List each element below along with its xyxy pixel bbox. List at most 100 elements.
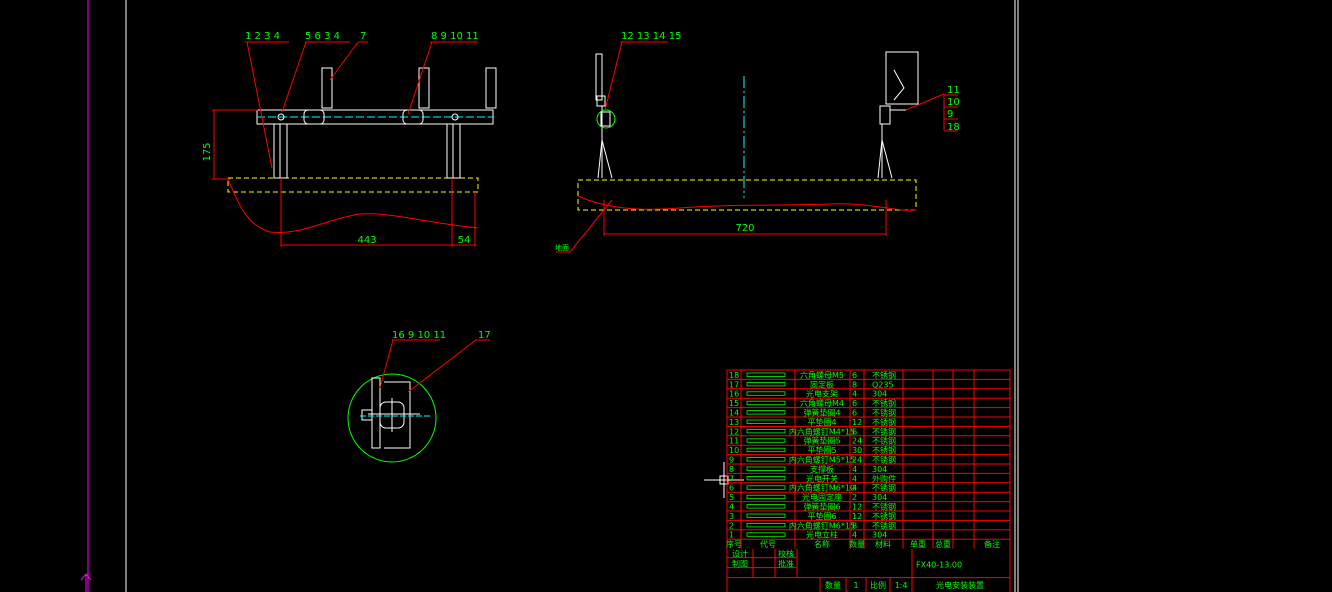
bom-row-qty: 8 (852, 380, 857, 389)
side-ground-label: 地面 (555, 243, 569, 252)
bom-header-code: 代号 (760, 539, 776, 549)
bom-row-name: 弹簧垫圈6 (803, 502, 840, 512)
side-view[interactable]: 12 13 14 15 11 10 9 18 地面 720 (555, 31, 960, 253)
bom-row-no: 4 (729, 503, 734, 512)
bom-row-code-mark (746, 485, 786, 490)
signoff-label-left: 制图 (732, 559, 748, 569)
bom-row-qty: 4 (852, 465, 857, 474)
bom-row-qty: 6 (852, 371, 857, 380)
bom-row-code-mark (746, 391, 786, 396)
bom-row-name: 平垫圈5 (807, 445, 836, 455)
bom-row-code-mark (746, 419, 786, 424)
bom-row-no: 11 (729, 437, 739, 446)
bom-row-name: 固定板 (810, 379, 834, 389)
front-dim-offset: 54 (458, 235, 471, 246)
bom-row-code-mark (746, 372, 786, 377)
detail-parts (361, 377, 420, 449)
bom-row-qty: 6 (852, 427, 857, 436)
side-dim-span: 720 (735, 223, 754, 234)
bom-row-no: 9 (729, 456, 734, 465)
bom-row-code-mark (746, 400, 786, 406)
bom-row-no: 10 (729, 446, 739, 455)
bom-row-name: 弹簧垫圈4 (803, 408, 840, 418)
front-balloon-3: 7 (360, 31, 366, 42)
bom-header-qty: 数量 (849, 539, 865, 549)
bom-row-no: 15 (729, 399, 739, 408)
bom-row-material: 不锈钢 (872, 398, 896, 408)
front-balloon-4: 8 9 10 11 (431, 31, 479, 42)
bom-row-code-mark (746, 438, 786, 443)
detail-view[interactable]: 16 9 10 11 17 (347, 330, 491, 463)
bom-row-code-mark (746, 381, 786, 387)
bom-row-name: 光电固定座 (802, 492, 842, 502)
detail-balloon-2: 17 (478, 330, 491, 341)
bom-row-qty: 30 (852, 446, 862, 455)
scale-value: 1:4 (895, 581, 908, 590)
bom-row-code-mark (746, 466, 786, 471)
bom-row-material: 不锈钢 (872, 426, 896, 436)
bom-row-material: 304 (872, 493, 887, 502)
bom-row-name: 平垫圈4 (807, 417, 836, 427)
front-dim-height: 175 (202, 142, 213, 161)
bom-row-qty: 4 (852, 390, 857, 399)
bom-row-name: 光电开关 (806, 473, 838, 483)
side-right-label-2: 10 (947, 97, 960, 108)
bom-row-material: 不锈钢 (872, 445, 896, 455)
bom-row-qty: 4 (852, 474, 857, 483)
drawing-title: 光电安装装置 (936, 580, 984, 590)
front-legs (273, 123, 461, 179)
bom-row-no: 2 (729, 521, 734, 530)
bom-header-material: 材料 (875, 539, 891, 549)
front-beam (256, 109, 494, 125)
signoff-label-right: 校核 (778, 549, 794, 559)
bom-row-material: 不锈钢 (872, 436, 896, 446)
bom-row-code-mark (746, 447, 786, 453)
bom-row-code-mark (746, 504, 786, 509)
bom-row-no: 1 (729, 531, 734, 540)
drawing-number: FX40-13.00 (916, 561, 962, 570)
signoff-label-right: 批准 (778, 559, 794, 569)
bom-row-qty: 12 (852, 503, 862, 512)
front-balloon-1: 1 2 3 4 (245, 31, 280, 42)
bom-row-qty: 6 (852, 409, 857, 418)
bom-row-no: 13 (729, 418, 739, 427)
bom-row-qty: 24 (852, 456, 862, 465)
bom-row-no: 7 (729, 474, 734, 483)
bom-row-no: 12 (729, 427, 739, 436)
bom-row-name: 平垫圈6 (807, 511, 836, 521)
side-base-slab (577, 179, 917, 211)
bom-row-name: 内六角螺钉M4*15 (789, 426, 855, 436)
bom-row-material: 不锈钢 (872, 370, 896, 380)
side-right-label-4: 18 (947, 122, 960, 133)
bom-header-total-weight: 总重 (935, 539, 951, 549)
quantity-value: 1 (853, 581, 858, 590)
bom-row-qty: 4 (852, 531, 857, 540)
bom-row-code-mark (746, 523, 786, 528)
scale-label: 比例 (870, 580, 886, 590)
ucs-icon (80, 573, 92, 592)
sheet-frame (87, 0, 1019, 592)
bom-row-qty: 2 (852, 493, 857, 502)
bom-row-qty: 8 (852, 521, 857, 530)
bom-row-material: 不锈钢 (872, 511, 896, 521)
side-ground-break-line (577, 195, 917, 211)
bom-row-material: 不锈钢 (872, 520, 896, 530)
side-right-post (877, 51, 919, 179)
bom-row-no: 14 (729, 409, 739, 418)
bom-row-no: 3 (729, 512, 734, 521)
bom-row-no: 8 (729, 465, 734, 474)
side-balloon-1: 12 13 14 15 (621, 31, 681, 42)
side-left-post (595, 53, 616, 179)
bom-row-material: 不锈钢 (872, 417, 896, 427)
bom-row-name: 六角螺母M5 (800, 370, 844, 380)
bom-row-qty: 6 (852, 399, 857, 408)
front-base-slab (227, 177, 479, 193)
detail-balloon-1: 16 9 10 11 (392, 330, 446, 341)
bom-row-name: 弹簧垫圈5 (803, 436, 840, 446)
bom-row-material: 304 (872, 465, 887, 474)
front-view[interactable]: 1 2 3 4 5 6 3 4 7 8 9 10 11 175 443 54 (202, 31, 497, 247)
bom-row-name: 光电立柱 (806, 530, 838, 540)
bom-row-material: 不锈钢 (872, 483, 896, 493)
